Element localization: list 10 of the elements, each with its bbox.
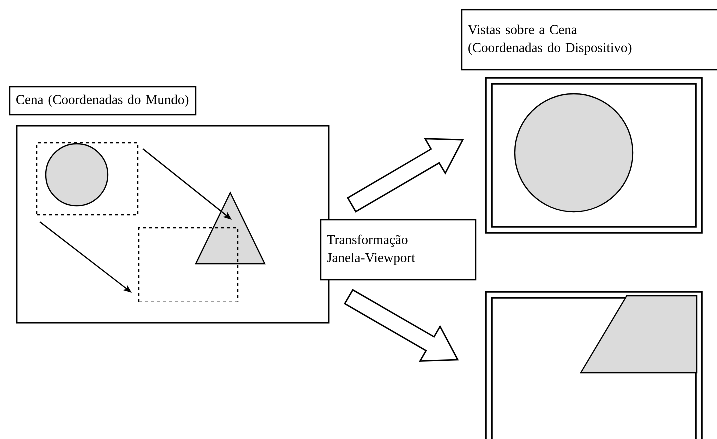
window-box — [36, 142, 139, 216]
arrow — [347, 138, 464, 213]
circle-shape — [45, 143, 109, 207]
viewport-frame — [485, 77, 703, 234]
arrow — [344, 289, 460, 362]
circle-shape — [514, 93, 634, 213]
cena-label-box: Cena (Coordenadas do Mundo) — [9, 86, 197, 116]
transform-box: Transformação Janela-Viewport — [320, 219, 477, 281]
views-label-box: Vistas sobre a Cena (Coordenadas do Dispositivo) — [461, 9, 717, 71]
window-box — [138, 227, 239, 302]
